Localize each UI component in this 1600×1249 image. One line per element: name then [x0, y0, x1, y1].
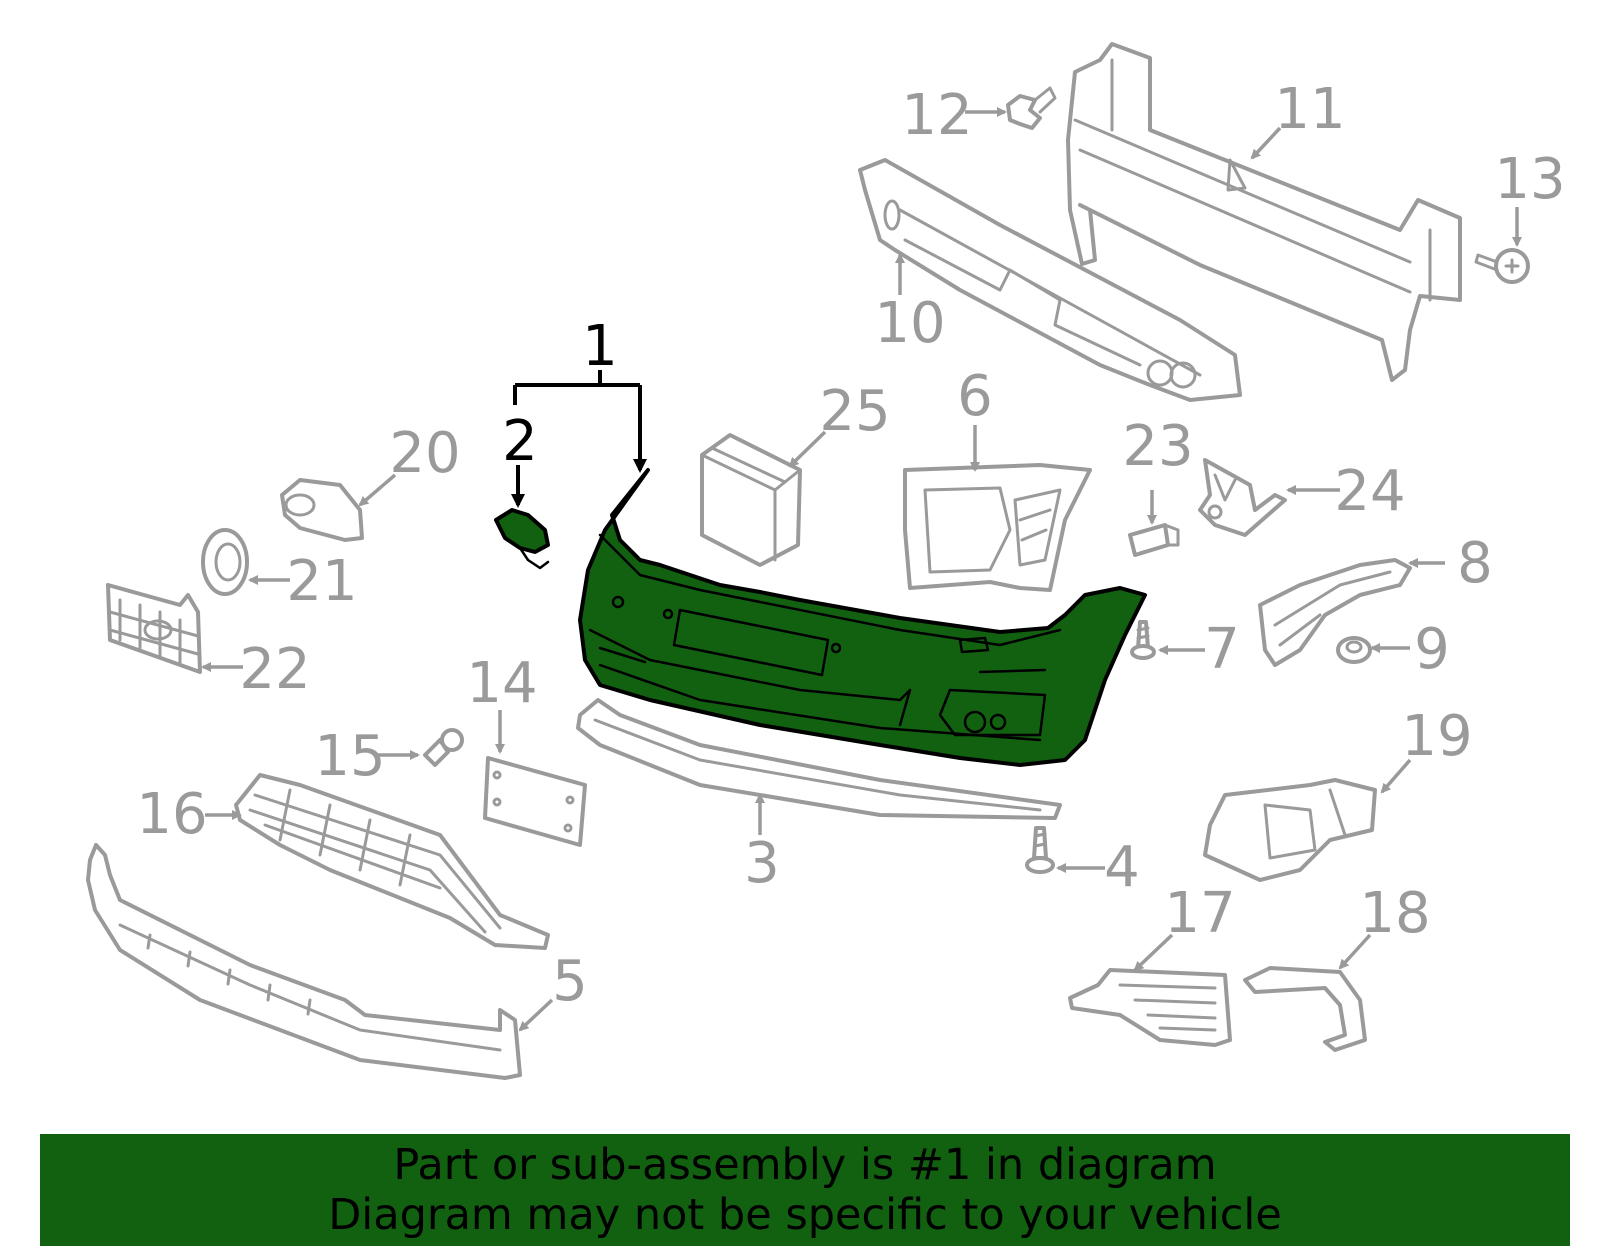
callout-16: 16	[136, 782, 207, 847]
callout-13: 13	[1494, 147, 1565, 212]
part-3-spoiler-strip	[576, 698, 1062, 820]
callout-7: 7	[1204, 617, 1240, 682]
part-19-fog-housing	[1203, 778, 1377, 882]
callout-19: 19	[1401, 704, 1472, 769]
callout-20: 20	[389, 421, 460, 486]
part-5-lower-cover	[86, 843, 522, 1080]
callout-3: 3	[744, 831, 780, 896]
part-1-bumper-cover	[578, 468, 1147, 767]
banner-line-2: Diagram may not be specific to your vehi…	[328, 1190, 1282, 1240]
callout-8: 8	[1457, 531, 1493, 596]
part-13-screw	[1474, 248, 1530, 284]
part-17-fog-trim	[1068, 968, 1232, 1047]
part-21-sensor-ring	[201, 528, 249, 596]
callout-24: 24	[1334, 459, 1405, 524]
part-16-lower-grille	[234, 773, 550, 950]
part-25-radar-module	[700, 433, 802, 567]
callout-6: 6	[957, 364, 993, 429]
callout-14: 14	[466, 651, 537, 716]
part-14-plate-bracket	[483, 756, 587, 847]
part-9-nut	[1336, 636, 1372, 664]
callout-1-bracket	[511, 370, 640, 508]
callout-22: 22	[239, 637, 310, 702]
callout-12: 12	[901, 83, 972, 148]
callout-1: 1	[582, 314, 618, 379]
callout-5: 5	[552, 949, 588, 1014]
part-4-screw	[1025, 826, 1055, 874]
callout-9: 9	[1414, 617, 1450, 682]
callout-25: 25	[819, 379, 890, 444]
callout-10: 10	[874, 291, 945, 356]
part-24-bracket	[1198, 458, 1287, 537]
part-18-chrome-strip	[1243, 966, 1367, 1052]
part-20-parking-sensor	[280, 478, 364, 542]
callout-11: 11	[1274, 77, 1345, 142]
callout-23: 23	[1122, 414, 1193, 479]
callout-2: 2	[502, 409, 538, 474]
callout-labels: 1 2 3 4 5 6 7 8 9 10 11 12 13 14 15 16 1…	[136, 77, 1565, 1014]
part-2-camera	[494, 508, 550, 570]
callout-18: 18	[1359, 881, 1430, 946]
part-22-sensor-bracket	[106, 583, 202, 674]
leader-lines	[201, 107, 1522, 1032]
part-6-bracket	[903, 463, 1092, 592]
callout-4: 4	[1104, 835, 1140, 900]
part-11-reinforcement-beam	[1066, 42, 1462, 382]
part-8-guide	[1258, 558, 1412, 667]
callout-17: 17	[1164, 881, 1235, 946]
banner-line-1: Part or sub-assembly is #1 in diagram	[393, 1140, 1217, 1190]
part-23-sensor	[1128, 523, 1180, 557]
part-15-clip	[423, 728, 464, 767]
info-banner: Part or sub-assembly is #1 in diagram Di…	[40, 1134, 1570, 1246]
part-12-bolt	[1006, 86, 1057, 130]
part-7-screw	[1130, 620, 1156, 660]
part-10-energy-absorber	[858, 158, 1242, 402]
callout-21: 21	[286, 549, 357, 614]
callout-15: 15	[314, 724, 385, 789]
